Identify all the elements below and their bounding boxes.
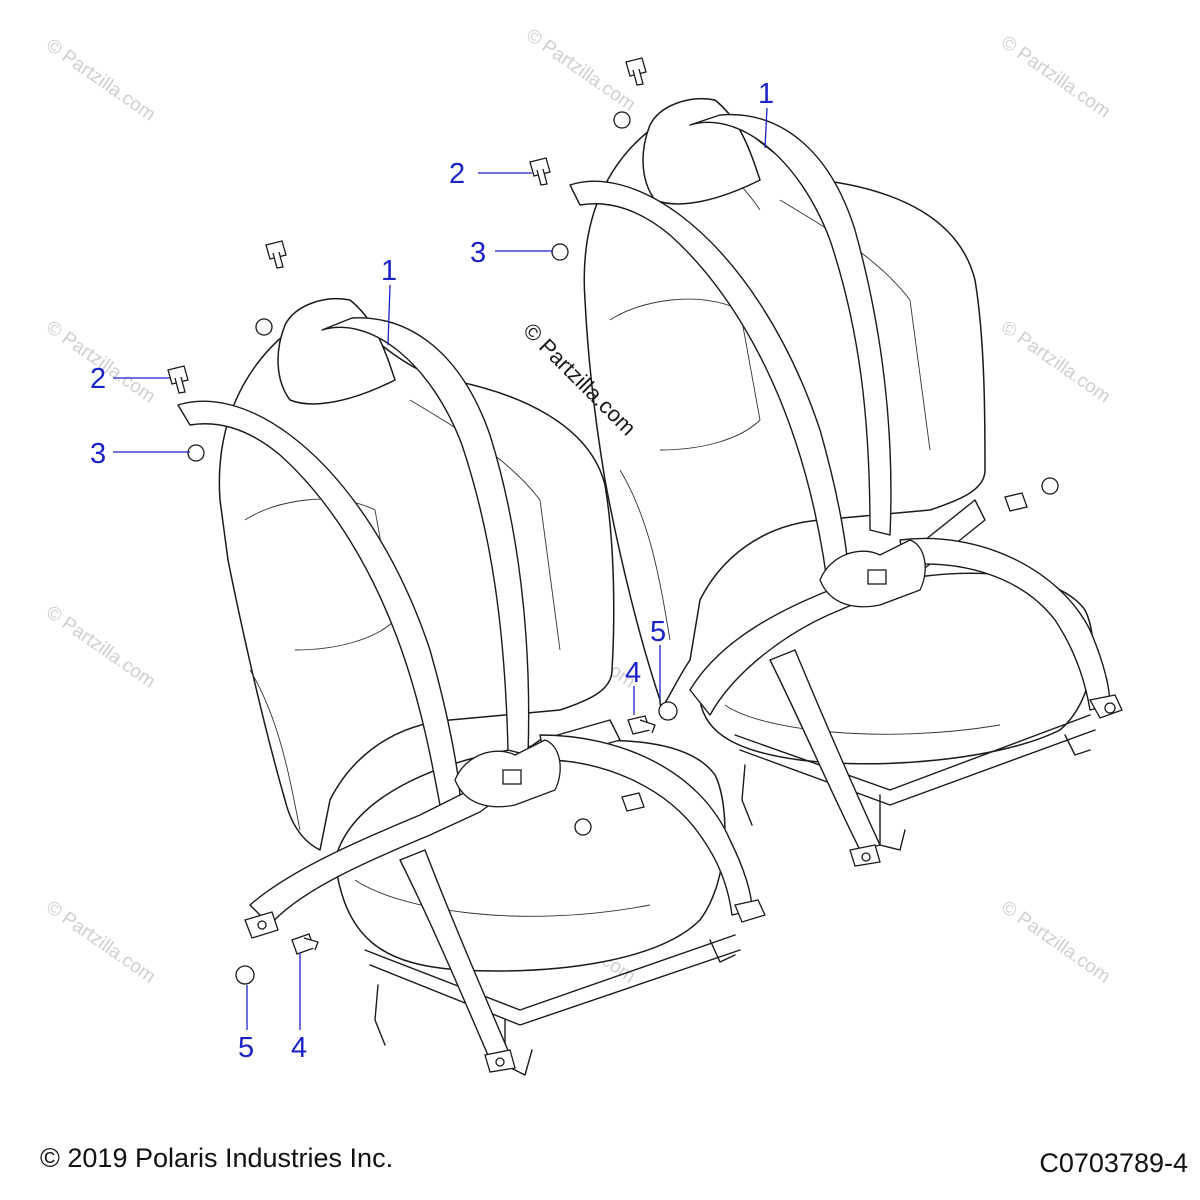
callout-3-left: 3	[90, 438, 106, 470]
callout-4-right: 4	[625, 657, 641, 689]
callout-5-left: 5	[238, 1032, 254, 1064]
figure-id: C0703789-4	[1039, 1148, 1188, 1178]
hardware	[167, 57, 1059, 985]
watermark: © Partzilla.com	[997, 897, 1114, 988]
nut-3-right	[551, 243, 569, 261]
nut-right-rail	[1041, 477, 1059, 495]
watermark: © Partzilla.com	[997, 32, 1114, 123]
watermark: © Partzilla.com	[42, 897, 159, 988]
callout-4-left: 4	[291, 1032, 307, 1064]
right-seat	[569, 98, 1123, 867]
callout-1-right: 1	[758, 78, 774, 110]
watermark: © Partzilla.com	[522, 25, 639, 116]
callout-2-right: 2	[449, 158, 465, 190]
bolt-4-right	[627, 715, 656, 735]
bolt-4-left	[291, 933, 319, 955]
nut-top-right	[613, 111, 631, 129]
bolt-2-right	[529, 157, 551, 186]
nut-top-left	[255, 318, 273, 336]
callout-leaders	[113, 107, 768, 1030]
callout-5-right: 5	[650, 616, 666, 648]
copyright-notice: © 2019 Polaris Industries Inc.	[40, 1143, 394, 1173]
nut-5-right	[658, 701, 678, 721]
watermark: © Partzilla.com	[42, 602, 159, 693]
callout-1-left: 1	[381, 255, 397, 287]
callout-2-left: 2	[90, 363, 106, 395]
nut-5-left	[235, 965, 255, 985]
bolt-top-right	[625, 57, 647, 86]
callout-labels: 1 1 2 2 3 3 4 5 4 5	[90, 78, 774, 1064]
bolt-top-left	[265, 240, 287, 269]
left-seat	[177, 298, 766, 1076]
nut-left-rail	[574, 818, 592, 836]
watermark: © Partzilla.com	[997, 317, 1114, 408]
watermark: © Partzilla.com	[42, 35, 159, 126]
bolt-left-rail	[621, 792, 645, 812]
bolt-2-left	[167, 365, 189, 394]
bolt-right-rail	[1004, 492, 1028, 512]
nut-3-left	[187, 444, 205, 462]
callout-3-right: 3	[470, 237, 486, 269]
